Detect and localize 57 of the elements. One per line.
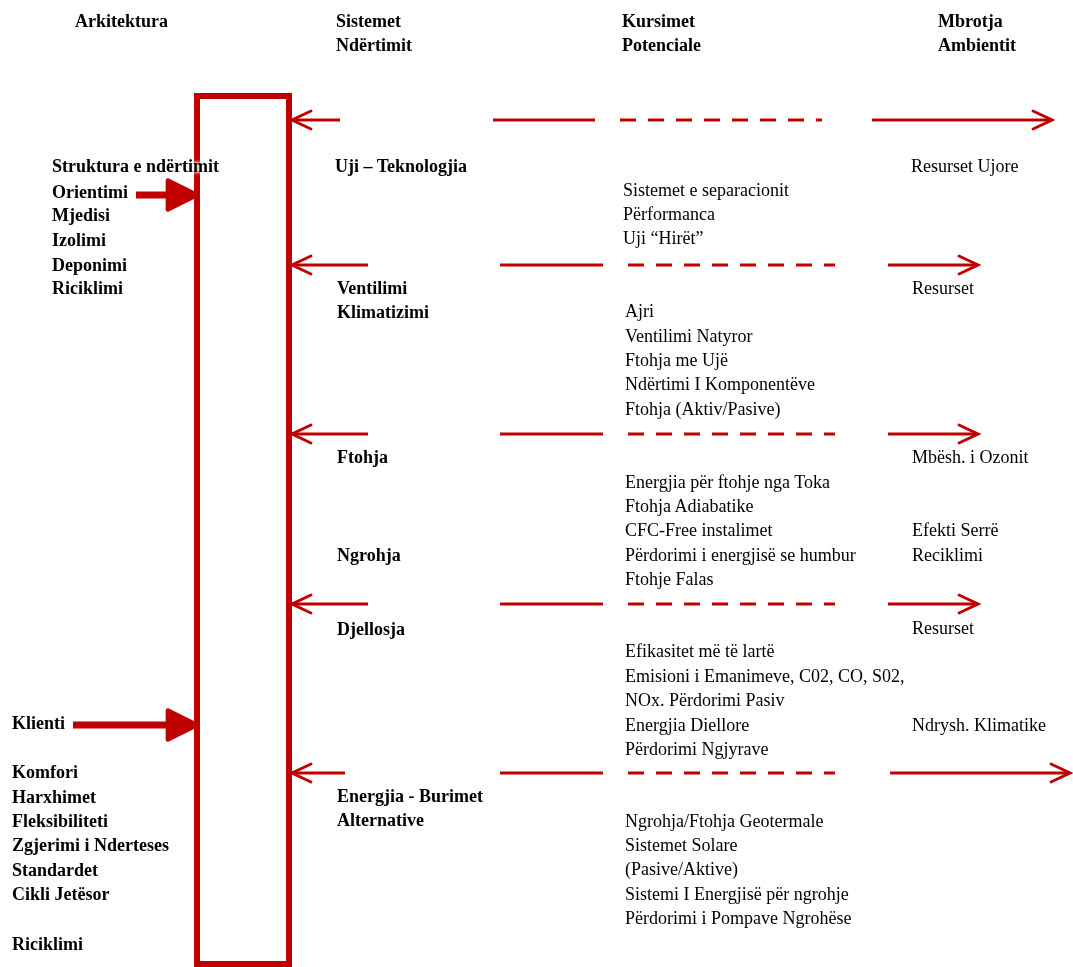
item-text: Ftohja (Aktiv/Pasive) — [625, 398, 781, 421]
item-text: CFC-Free instalimet — [625, 519, 773, 542]
column-heading: Arkitektura — [75, 10, 168, 33]
arrow — [290, 109, 340, 131]
column-heading: Kursimet Potenciale — [622, 10, 702, 57]
item-text: Mbësh. i Ozonit — [912, 446, 1029, 469]
column-heading: Mbrotja Ambientit — [938, 10, 1017, 57]
category-label: Ftohja — [337, 446, 388, 469]
category-label: Djellosja — [337, 618, 405, 641]
category-label: Standardet — [12, 859, 98, 882]
category-label: Energjia - Burimet Alternative — [337, 785, 484, 832]
item-text: Ndrysh. Klimatike — [912, 714, 1046, 737]
category-label: Uji – Teknologjia — [335, 155, 468, 178]
item-text: Ajri — [625, 300, 654, 323]
item-text: Ndërtimi I Komponentëve — [625, 373, 815, 396]
item-text: Sistemet e separacionit — [623, 179, 789, 202]
item-text: Emisioni i Emanimeve, C02, CO, S02, NOx. Përdorimi Pasiv — [625, 665, 906, 712]
category-label: Cikli Jetësor — [12, 883, 110, 906]
item-text: Orientimi — [52, 180, 128, 204]
category-label: Ngrohja — [337, 544, 401, 567]
column-heading: Sistemet Ndërtimit — [336, 10, 413, 57]
category-label: Komfori — [12, 761, 78, 784]
arrow — [290, 423, 368, 445]
category-label: Mjedisi — [52, 204, 110, 227]
category-label: Deponimi — [52, 254, 127, 277]
category-label: Fleksibiliteti — [12, 810, 108, 833]
category-label: Izolimi — [52, 229, 106, 252]
item-text: Përdorimi i energjisë se humbur — [625, 544, 856, 567]
item-text: Energjia për ftohje nga Toka — [625, 471, 830, 494]
category-label: Harxhimet — [12, 786, 96, 809]
item-text: Sistemi I Energjisë për ngrohje — [625, 883, 849, 906]
category-label: Ventilimi Klimatizimi — [337, 277, 430, 324]
item-text: Përdorimi Ngjyrave — [625, 738, 769, 761]
item-text: Sistemet Solare — [625, 834, 738, 857]
item-text: Ventilimi Natyror — [625, 325, 753, 348]
item-text: Resurset — [912, 277, 974, 300]
item-text: Efekti Serrë — [912, 519, 999, 542]
item-text: Resurset Ujore — [911, 155, 1019, 178]
item-text: Reciklimi — [912, 544, 983, 567]
item-text: Efikasitet më të lartë — [625, 640, 775, 663]
item-text: Ftohje Falas — [625, 568, 714, 591]
arrow — [290, 254, 368, 276]
item-text: Energjia Diellore — [625, 714, 750, 737]
category-label: Riciklimi — [12, 933, 83, 956]
item-text: (Pasive/Aktive) — [625, 858, 738, 881]
category-label: Zgjerimi i Nderteses — [12, 834, 169, 857]
item-text: Ftohja me Ujë — [625, 349, 728, 372]
item-text: Ftohja Adiabatike — [625, 495, 754, 518]
category-label: Riciklimi — [52, 277, 123, 300]
item-text: Uji “Hirët” — [623, 227, 704, 250]
item-text: Përdorimi i Pompave Ngrohëse — [625, 907, 852, 930]
item-text: Përformanca — [623, 203, 715, 226]
item-text: Klienti — [12, 711, 65, 735]
arrow — [290, 762, 345, 784]
item-text: Ngrohja/Ftohja Geotermale — [625, 810, 824, 833]
item-text: Resurset — [912, 617, 974, 640]
arrow — [290, 593, 368, 615]
